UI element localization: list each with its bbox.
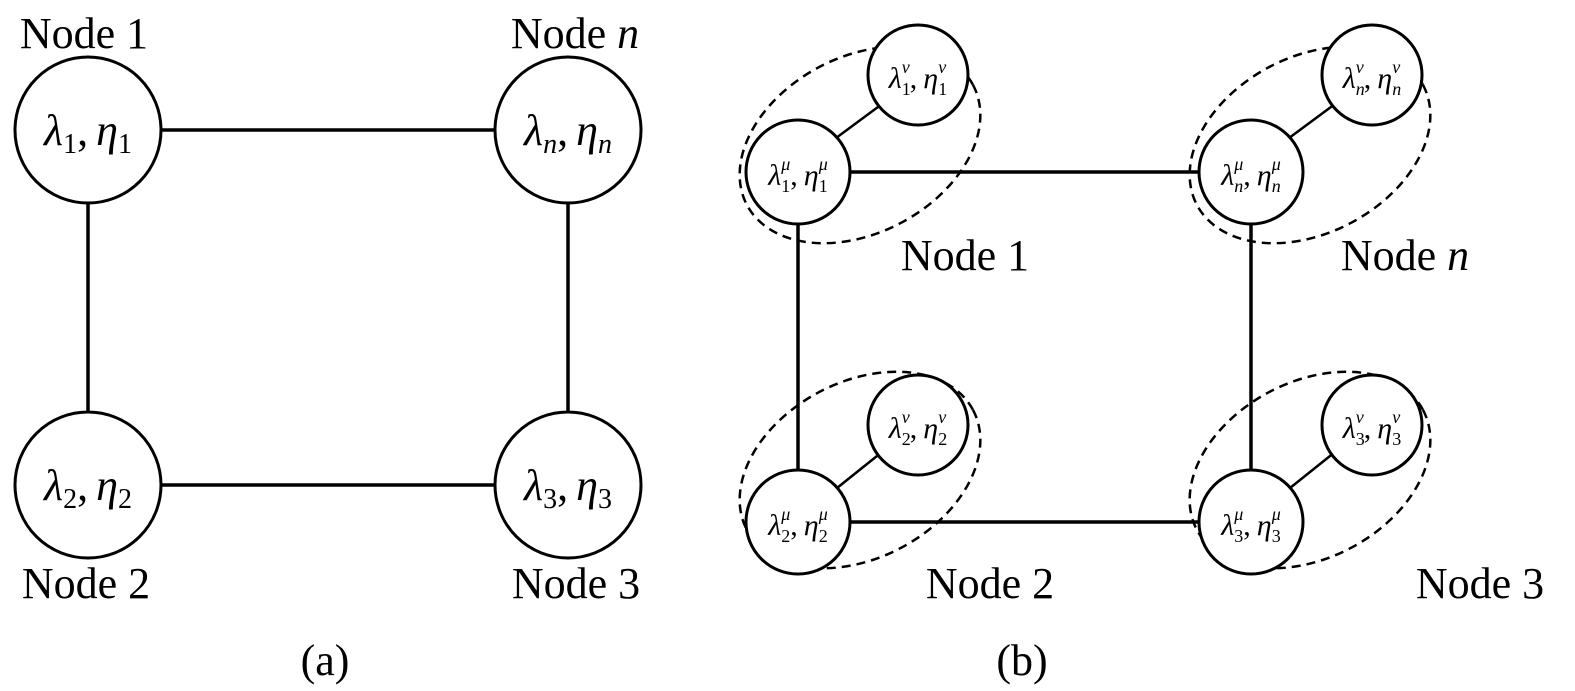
node-n-mu-params: λnμ,ηnμ [1220,154,1280,196]
panel-b: λ1v,η1v λ1μ,η1μ Node 1 λnv,ηnv λnμ,ηnμ N… [738,23,1544,685]
node-n-params: λn,ηn [522,106,612,160]
group-node-3-label: Node 3 [1416,559,1544,608]
node-3-v-circle [1320,373,1424,477]
node-3-mu-circle [1197,468,1305,576]
node-3-v-params: λ3v,η3v [1342,407,1401,449]
caption-b: (b) [996,636,1047,685]
group-node-1-ellipse [738,45,982,245]
caption-a: (a) [301,636,350,685]
link-noden-mu-v [1284,102,1336,143]
link-node1-mu-v [831,102,883,143]
node-2-circle [13,410,163,560]
group-node-3-ellipse [1188,370,1432,570]
link-node2-mu-v [831,451,883,493]
node-1-v-circle [866,23,970,127]
node-2-v-circle [866,373,970,477]
group-node-n-ellipse [1188,45,1432,245]
node-3-label: Node 3 [512,559,640,608]
node-3-circle [493,410,643,560]
node-1-params: λ1,η1 [42,106,132,160]
node-2-v-params: λ2v,η2v [888,407,947,449]
node-1-circle [13,55,163,205]
node-n-circle [493,55,643,205]
node-1-label: Node 1 [20,9,148,58]
node-1-mu-circle [744,118,852,226]
node-n-v-circle [1320,23,1424,127]
group-node-2-label: Node 2 [926,559,1054,608]
group-node-2-ellipse [738,370,982,570]
node-1-mu-params: λ1μ,η1μ [767,154,827,196]
node-n-label: Node n [511,9,639,58]
node-n-mu-circle [1197,118,1305,226]
node-n-v-params: λnv,ηnv [1342,57,1401,99]
node-1-v-params: λ1v,η1v [888,57,947,99]
group-node-1-label: Node 1 [901,231,1029,280]
panel-a: λ1,η1 Node 1 λn,ηn Node n λ2,η2 Node 2 λ… [13,9,643,685]
node-2-params: λ2,η2 [42,461,132,515]
node-2-label: Node 2 [22,559,150,608]
node-2-mu-circle [744,468,852,576]
link-node3-mu-v [1284,451,1336,493]
node-3-mu-params: λ3μ,η3μ [1220,504,1280,546]
node-2-mu-params: λ2μ,η2μ [767,504,827,546]
group-node-n-label: Node n [1341,231,1469,280]
node-3-params: λ3,η3 [522,461,612,515]
